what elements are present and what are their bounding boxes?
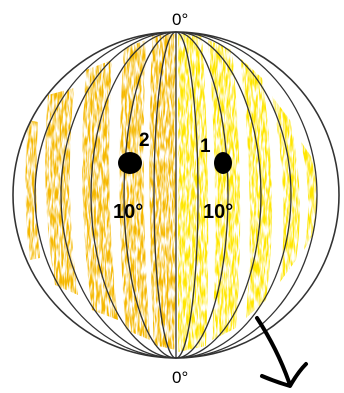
left-band-1 <box>25 120 40 260</box>
hand-drawn-arrow-icon <box>257 318 306 386</box>
bottom-meridian-label: 0° <box>172 368 188 387</box>
point-1-marker <box>214 152 232 174</box>
point-2-label: 2 <box>139 130 150 151</box>
point-1-label: 1 <box>200 136 211 157</box>
right-band-1 <box>178 34 208 352</box>
angle-1-label: 10° <box>203 201 233 223</box>
right-hemisphere-fill <box>178 34 317 352</box>
point-2-marker <box>118 152 142 174</box>
right-band-4 <box>272 96 300 282</box>
left-band-3 <box>82 60 118 320</box>
right-band-5 <box>300 140 317 250</box>
angle-2-label: 10° <box>113 201 143 223</box>
right-band-2 <box>208 40 240 340</box>
top-meridian-label: 0° <box>172 10 188 29</box>
meridian-lines <box>35 32 317 358</box>
